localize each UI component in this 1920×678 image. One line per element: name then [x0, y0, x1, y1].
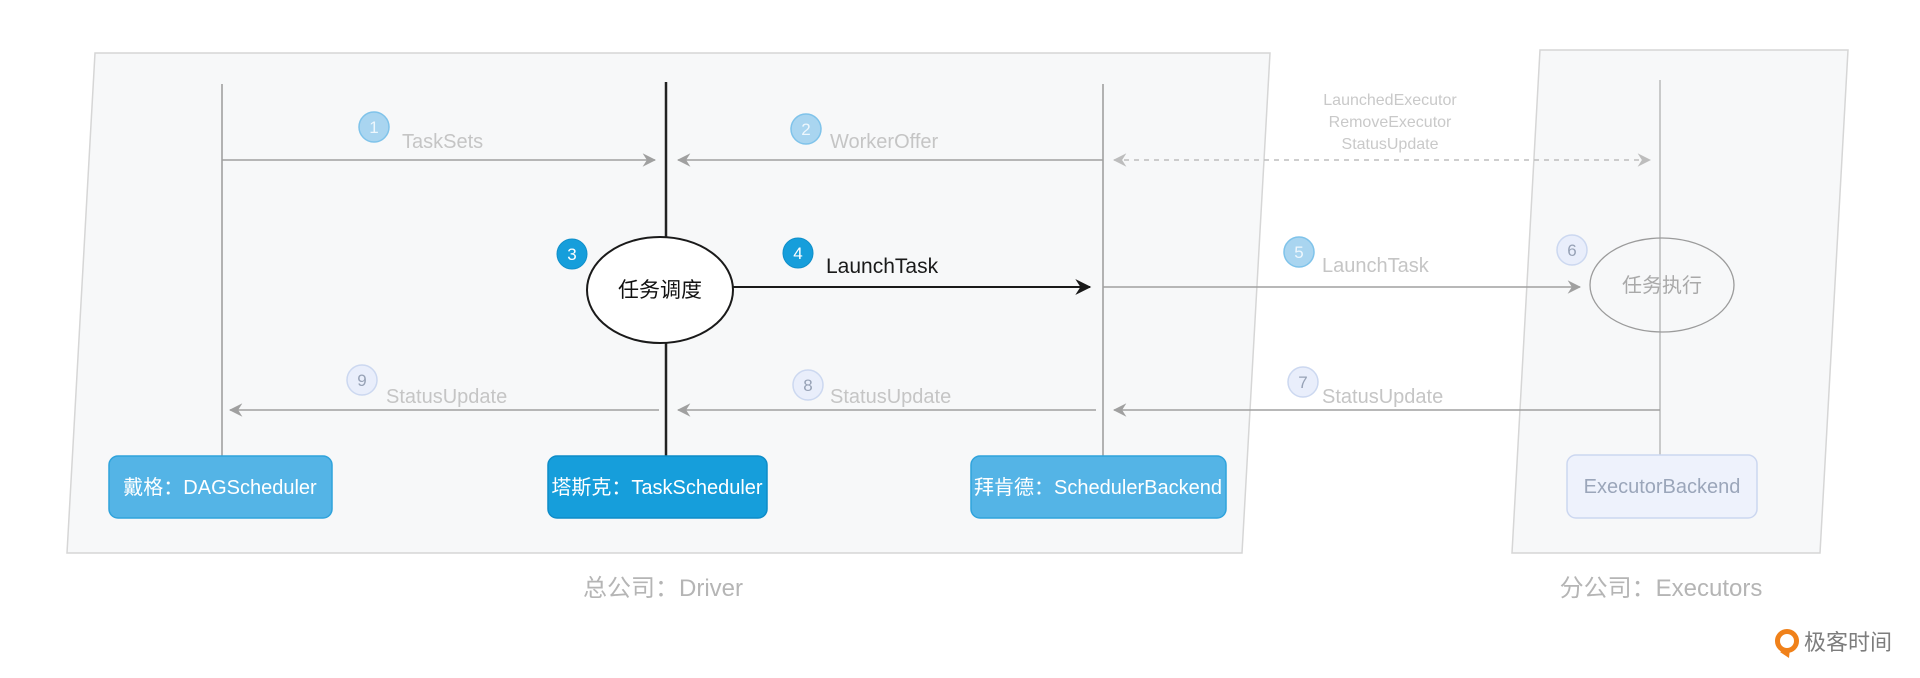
- task-execution-ellipse: 任务执行: [1589, 237, 1735, 333]
- geektime-logo-text: 极客时间: [1804, 630, 1892, 655]
- executorbackend-box: ExecutorBackend: [1566, 454, 1758, 519]
- label-launchtask-black: LaunchTask: [826, 255, 939, 278]
- driver-group-label: 总公司：Driver: [583, 575, 743, 602]
- dashed-link-labels: LaunchedExecutor RemoveExecutor StatusUp…: [1323, 92, 1457, 153]
- dagscheduler-label: 戴格：DAGScheduler: [123, 476, 317, 499]
- task-scheduling-label: 任务调度: [618, 279, 702, 302]
- label-removeexecutor: RemoveExecutor: [1329, 114, 1452, 131]
- step-badge-2: 2: [790, 113, 822, 145]
- executorbackend-label: ExecutorBackend: [1584, 476, 1741, 498]
- step-9-number: 9: [357, 371, 366, 390]
- step-2-number: 2: [801, 120, 810, 139]
- schedulerbackend-label: 拜肯德：SchedulerBackend: [974, 476, 1222, 499]
- label-statusupdate-9: StatusUpdate: [386, 386, 507, 408]
- step-3-number: 3: [567, 245, 576, 264]
- geektime-logo-tail: [1780, 648, 1790, 658]
- taskscheduler-label: 塔斯克：TaskScheduler: [551, 476, 763, 499]
- step-7-number: 7: [1298, 373, 1307, 392]
- step-5-number: 5: [1294, 243, 1303, 262]
- step-4-number: 4: [793, 244, 802, 263]
- step-badge-8: 8: [792, 369, 824, 401]
- step-badge-1: 1: [358, 111, 390, 143]
- step-badge-4: 4: [782, 237, 814, 269]
- task-execution-shape: [1589, 237, 1735, 333]
- task-execution-label: 任务执行: [1622, 274, 1702, 297]
- label-statusupdate-8: StatusUpdate: [830, 386, 951, 408]
- step-1-number: 1: [369, 118, 378, 137]
- step-badge-7: 7: [1287, 366, 1319, 398]
- step-badge-5: 5: [1283, 236, 1315, 268]
- task-scheduling-ellipse: 任务调度: [586, 236, 734, 344]
- label-launchtask-gray: LaunchTask: [1322, 255, 1430, 277]
- executors-group-panel: [1511, 49, 1849, 554]
- label-statusupdate-dashed: StatusUpdate: [1342, 136, 1439, 153]
- step-6-number: 6: [1567, 241, 1576, 260]
- label-statusupdate-7: StatusUpdate: [1322, 386, 1443, 408]
- step-badge-3: 3: [556, 238, 588, 270]
- schedulerbackend-box: 拜肯德：SchedulerBackend: [970, 455, 1227, 519]
- dagscheduler-box: 戴格：DAGScheduler: [108, 455, 333, 519]
- step-8-number: 8: [803, 376, 812, 395]
- geektime-logo-icon: [1775, 629, 1799, 653]
- executors-group-label: 分公司：Executors: [1560, 575, 1763, 602]
- step-badge-6: 6: [1556, 234, 1588, 266]
- label-launchedexecutor: LaunchedExecutor: [1323, 92, 1457, 109]
- label-workeroffer: WorkerOffer: [830, 131, 939, 153]
- task-scheduling-shape: [586, 236, 734, 344]
- taskscheduler-box: 塔斯克：TaskScheduler: [547, 455, 768, 519]
- step-badge-9: 9: [346, 364, 378, 396]
- label-tasksets: TaskSets: [402, 131, 483, 153]
- geektime-logo: 极客时间: [1775, 629, 1892, 658]
